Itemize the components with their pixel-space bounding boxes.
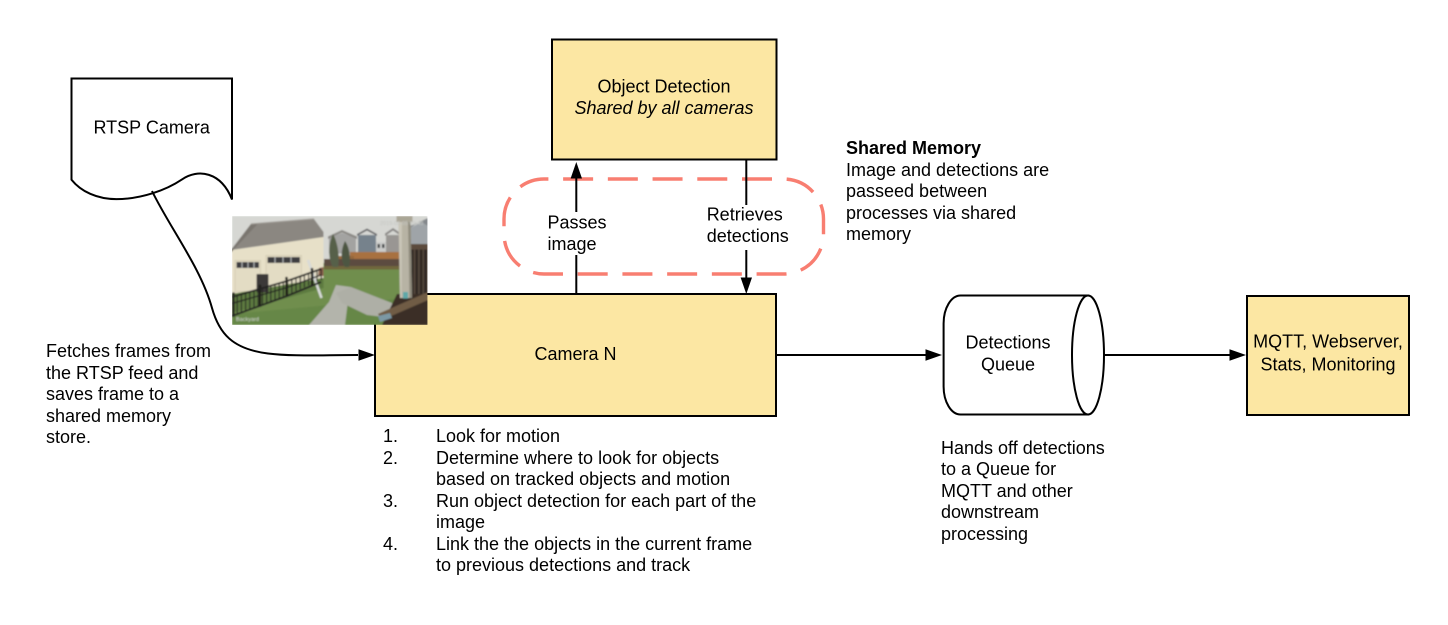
svg-text:Queue: Queue: [981, 355, 1035, 375]
svg-text:image: image: [548, 234, 597, 254]
svg-text:2019-03-05 09:43: 2019-03-05 09:43: [380, 221, 423, 227]
svg-text:Shared by all cameras: Shared by all cameras: [574, 98, 753, 118]
svg-text:Stats, Monitoring: Stats, Monitoring: [1260, 355, 1395, 375]
svg-text:Camera N: Camera N: [534, 344, 616, 364]
svg-text:Backyard: Backyard: [236, 317, 259, 323]
svg-text:Passes: Passes: [548, 213, 607, 233]
svg-text:Object Detection: Object Detection: [597, 77, 730, 97]
svg-text:detections: detections: [707, 226, 789, 246]
svg-text:MQTT, Webserver,: MQTT, Webserver,: [1253, 332, 1403, 352]
svg-text:Retrieves: Retrieves: [707, 205, 783, 225]
svg-text:RTSP Camera: RTSP Camera: [94, 118, 211, 138]
svg-text:Detections: Detections: [965, 333, 1050, 353]
